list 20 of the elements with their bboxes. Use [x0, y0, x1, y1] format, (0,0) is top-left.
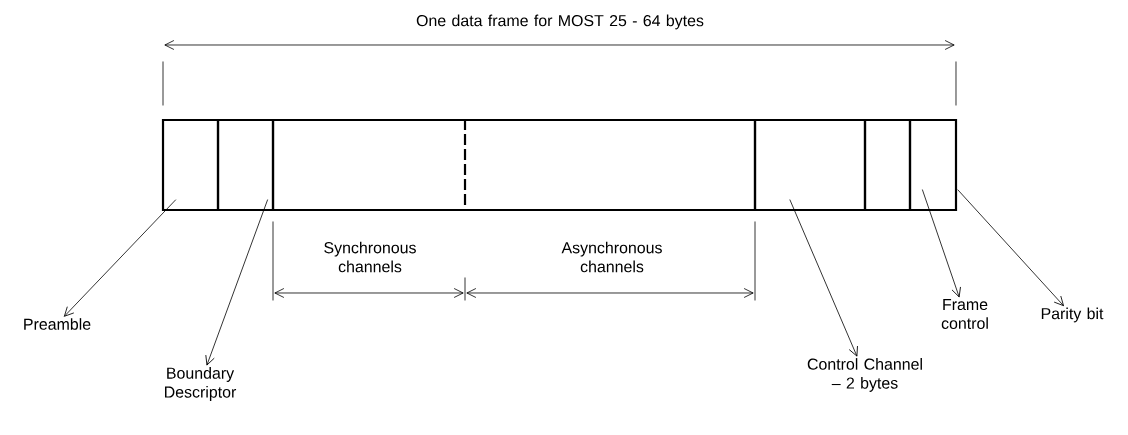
- frame-cell: [463, 118, 757, 212]
- label-text: Frame control: [941, 298, 988, 329]
- label-text: Preamble: [24, 318, 91, 330]
- dimension-label: One data frame for MOST 25 - 64 bytes: [416, 14, 704, 30]
- dimension-label: Synchronous channels: [324, 241, 416, 273]
- frame-cell: [216, 118, 275, 212]
- frame-cell: [908, 118, 958, 212]
- frame-cell: [161, 118, 220, 212]
- dimension-label: Asynchronous channels: [561, 241, 662, 273]
- leader-line: [63, 199, 176, 317]
- frame-cell: [271, 118, 467, 212]
- frame-cell: [863, 118, 912, 212]
- frame-cell: [753, 118, 867, 212]
- leader-line: [205, 199, 268, 366]
- label-text: Parity bit: [1041, 307, 1104, 323]
- leader-line: [922, 189, 961, 298]
- label-text: Control Channel – 2 bytes: [807, 358, 922, 392]
- leader-line: [789, 199, 858, 357]
- label-text: Boundary Descriptor: [165, 367, 237, 401]
- leader-line: [957, 189, 1064, 307]
